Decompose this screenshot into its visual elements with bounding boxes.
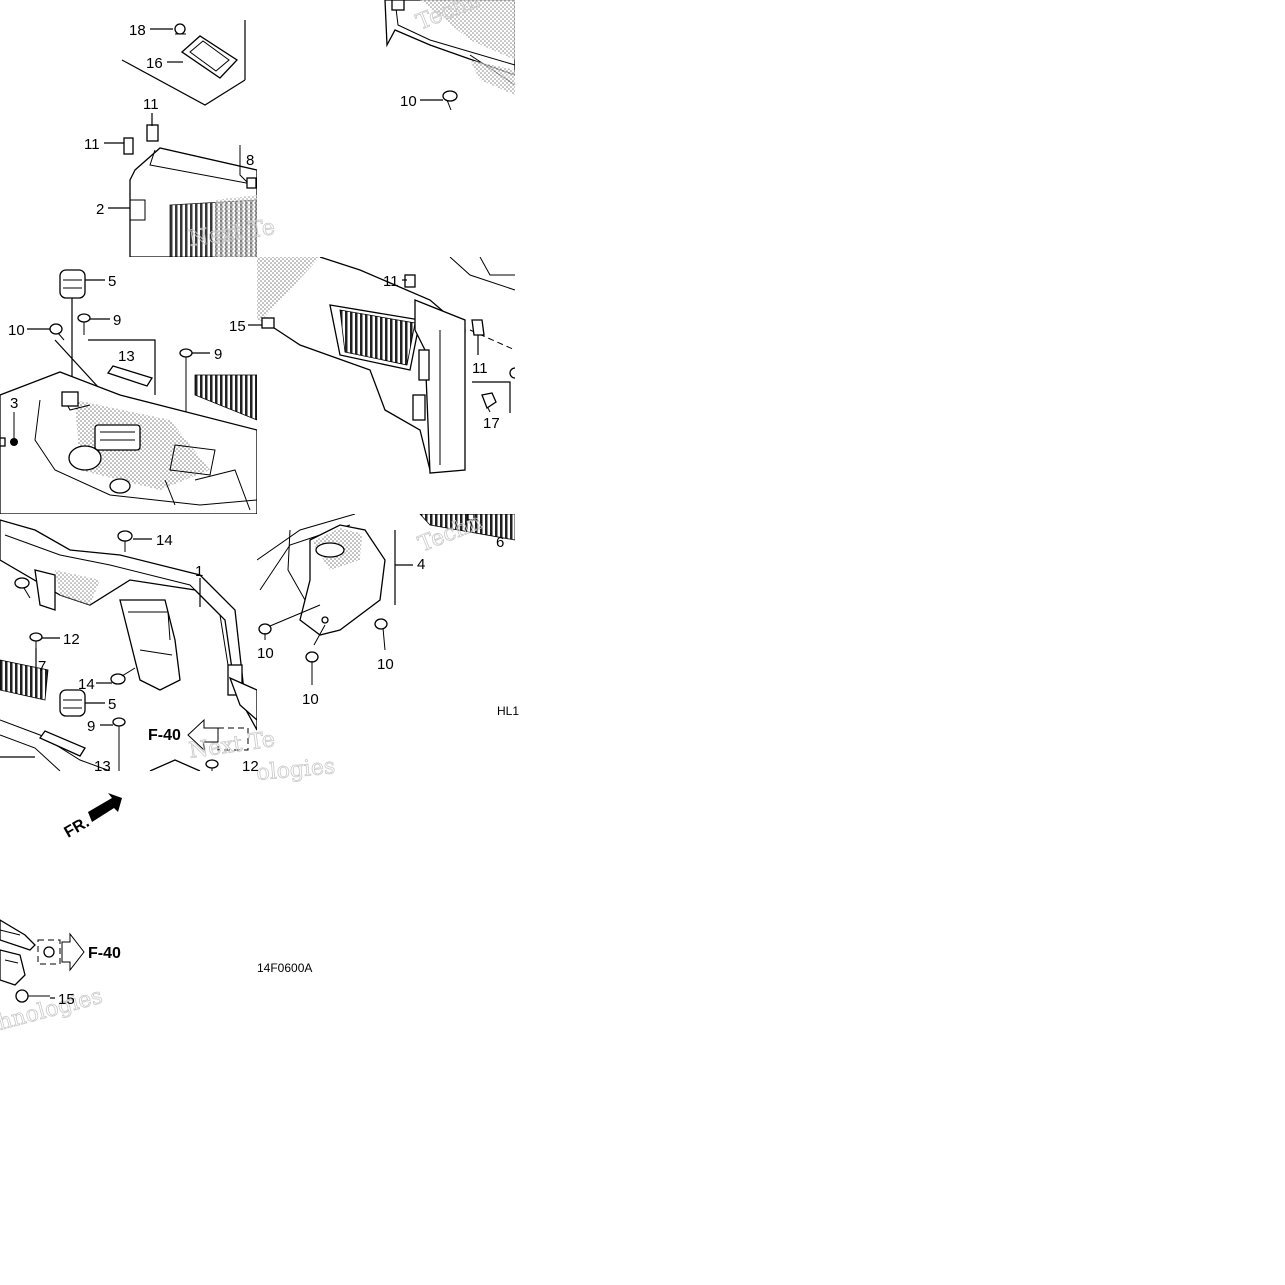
tile-middle-right [257, 257, 515, 474]
pin-part-17 [481, 392, 497, 413]
watermarks: Techn Next Te Next Te ologies hnologies … [0, 0, 486, 1036]
callout-9-lower: 9 [87, 718, 95, 735]
callout-2: 2 [96, 201, 104, 218]
callout-3: 3 [10, 395, 18, 412]
screw-part-12-bottom [205, 759, 219, 771]
callout-12-bottom: 12 [242, 758, 259, 775]
lower-fragment [0, 919, 85, 1003]
callout-10-top: 10 [400, 93, 417, 110]
bolt-part-9-upper [77, 313, 91, 335]
callout-15-lower: 15 [58, 991, 75, 1008]
clip-part-15-mid [261, 317, 275, 329]
tile-middle-left [0, 269, 257, 514]
leader-lines [27, 28, 479, 999]
strip-part-13-upper [106, 365, 153, 387]
tile-top-left [121, 20, 257, 257]
callout-5-upper: 5 [108, 273, 116, 290]
callout-11-top: 11 [143, 96, 159, 113]
callout-12-left: 12 [63, 631, 80, 648]
bolt-part-14-lower [110, 667, 136, 685]
callout-10-cover-left: 10 [257, 645, 274, 662]
cover-part-4 [299, 524, 386, 636]
nut-part-5-upper [59, 269, 86, 299]
partial-code: HL1 [497, 704, 519, 718]
screw-part-10-top [442, 90, 458, 111]
tile-bottom-right [257, 514, 515, 685]
beam-part-1 [0, 519, 257, 731]
callout-14-upper: 14 [156, 532, 173, 549]
screw-part-10-cover-bottom [305, 624, 326, 685]
screw-part-10-cover-right [374, 618, 388, 651]
watermark-4: ologies [255, 754, 336, 786]
callout-11-left: 11 [84, 136, 100, 153]
nut-part-5-lower [59, 689, 86, 717]
clip-part-11-mid [404, 274, 485, 336]
reference-f40-upper[interactable]: F-40 [148, 727, 181, 744]
callout-11-mid: 11 [383, 273, 399, 290]
bolt-left-edge [14, 577, 31, 599]
callout-10-left: 10 [8, 322, 25, 339]
reference-f40-lower[interactable]: F-40 [88, 945, 121, 962]
screw-part-12-left [29, 632, 43, 648]
clip-part-3 [10, 412, 18, 446]
front-direction-label: FR. [62, 814, 93, 842]
pin-part-18 [174, 23, 186, 35]
callout-13-upper: 13 [118, 348, 135, 365]
strip-part-13-lower [39, 730, 86, 757]
screw-part-10-cover-left [258, 623, 272, 640]
callout-6: 6 [496, 534, 504, 551]
bolt-part-9-lower [112, 717, 126, 771]
bolt-part-9-right [179, 348, 193, 420]
callout-18: 18 [129, 22, 146, 39]
callout-17: 17 [483, 415, 500, 432]
callout-10-cover-right: 10 [377, 656, 394, 673]
callout-10-cover-bottom: 10 [302, 691, 319, 708]
callout-4: 4 [417, 556, 425, 573]
callout-11-right: 11 [472, 360, 488, 377]
callout-14-lower: 14 [78, 676, 95, 693]
callout-1: 1 [195, 563, 203, 580]
callout-5-lower: 5 [108, 696, 116, 713]
watermark-3: Next Te [187, 727, 276, 764]
lid-part-16 [180, 35, 239, 79]
bolt-part-14-upper [117, 530, 133, 552]
callout-7: 7 [38, 658, 46, 675]
callout-13-lower: 13 [94, 758, 111, 775]
panel-part-2 [129, 145, 257, 257]
vent-part-7 [0, 659, 49, 701]
clip-part-11-upper [123, 124, 159, 155]
screw-part-10-left [49, 323, 65, 341]
callout-9-right: 9 [214, 346, 222, 363]
callout-8: 8 [246, 152, 254, 169]
dash-panel [0, 371, 257, 514]
tile-top-right [384, 0, 515, 111]
callout-labels: 18 16 11 11 2 8 10 5 9 10 13 9 3 15 11 1… [8, 22, 504, 1008]
ref-arrow-f40-a-shape [187, 718, 249, 752]
callout-16: 16 [146, 55, 163, 72]
front-direction-arrow [88, 793, 122, 822]
watermark-5: hnologies [0, 984, 105, 1036]
callout-15-mid: 15 [229, 318, 246, 335]
tile-bottom-left [0, 519, 257, 771]
callout-9-upper: 9 [113, 312, 121, 329]
diagram-code: 14F0600A [257, 961, 312, 975]
